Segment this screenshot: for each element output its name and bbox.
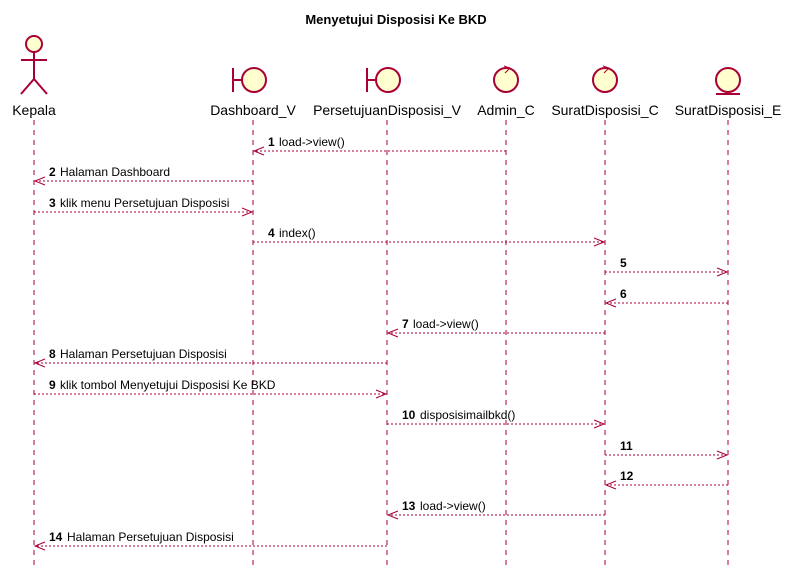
- message-label: Halaman Dashboard: [60, 165, 170, 179]
- message-number: 7: [402, 317, 409, 331]
- message-12: 12: [604, 469, 728, 490]
- participant-persetujuan_v: PersetujuanDisposisi_V: [313, 67, 462, 118]
- diagram-title: Menyetujui Disposisi Ke BKD: [305, 12, 486, 27]
- arrowhead: [33, 176, 46, 186]
- message-label: disposisimailbkd(): [420, 408, 515, 422]
- message-label: load->view(): [413, 317, 479, 331]
- message-label: load->view(): [279, 135, 345, 149]
- message-number: 3: [49, 196, 56, 210]
- message-5: 5: [605, 256, 729, 277]
- actor-icon: [20, 35, 48, 95]
- participant-label: Dashboard_V: [210, 102, 296, 118]
- arrowhead: [386, 510, 399, 520]
- arrowhead: [375, 389, 388, 399]
- message-number: 13: [402, 499, 416, 513]
- message-number: 9: [49, 378, 56, 392]
- arrowhead: [716, 450, 729, 460]
- participant-surat_e: SuratDisposisi_E: [675, 67, 782, 118]
- message-6: 6: [604, 287, 728, 308]
- arrowhead: [33, 358, 46, 368]
- arrowhead: [593, 237, 606, 247]
- message-number: 14: [49, 530, 63, 544]
- message-3: 3 klik menu Persetujuan Disposisi: [34, 196, 254, 217]
- participants: Kepala Dashboard_V PersetujuanDisposisi_V A…: [12, 35, 782, 118]
- participant-label: SuratDisposisi_C: [551, 102, 658, 118]
- lifelines: [33, 120, 729, 565]
- message-9: 9 klik tombol Menyetujui Disposisi Ke BKD: [34, 378, 388, 399]
- message-13: 13 load->view(): [386, 499, 605, 520]
- message-number: 2: [49, 165, 56, 179]
- arrowhead: [241, 207, 254, 217]
- participant-surat_c: SuratDisposisi_C: [551, 65, 659, 118]
- message-label: Halaman Persetujuan Disposisi: [67, 530, 234, 544]
- message-14: 14 Halaman Persetujuan Disposisi: [33, 530, 387, 551]
- message-label: klik tombol Menyetujui Disposisi Ke BKD: [60, 378, 276, 392]
- participant-label: Kepala: [12, 102, 56, 118]
- message-4: 4 index(): [253, 226, 606, 247]
- control-icon: [592, 65, 618, 93]
- message-label: klik menu Persetujuan Disposisi: [60, 196, 229, 210]
- participant-label: SuratDisposisi_E: [675, 102, 782, 118]
- message-7: 7 load->view(): [386, 317, 605, 338]
- arrowhead: [604, 298, 617, 308]
- message-number: 10: [402, 408, 416, 422]
- arrowhead: [252, 146, 265, 156]
- message-10: 10 disposisimailbkd(): [387, 408, 606, 429]
- message-number: 6: [620, 287, 627, 301]
- boundary-icon: [232, 67, 267, 93]
- entity-icon: [715, 67, 741, 95]
- participant-dashboard_v: Dashboard_V: [210, 67, 296, 118]
- control-icon: [493, 65, 519, 93]
- message-number: 1: [268, 135, 275, 149]
- arrowhead: [716, 267, 729, 277]
- message-number: 8: [49, 347, 56, 361]
- message-11: 11: [605, 439, 729, 460]
- message-1: 1 load->view(): [252, 135, 506, 156]
- participant-admin_c: Admin_C: [477, 65, 535, 118]
- message-label: index(): [279, 226, 316, 240]
- message-label: Halaman Persetujuan Disposisi: [60, 347, 227, 361]
- message-number: 5: [620, 256, 627, 270]
- messages: 1 load->view() 2 Halaman Dashboard 3 klik men…: [33, 135, 729, 551]
- participant-label: PersetujuanDisposisi_V: [313, 102, 462, 118]
- arrowhead: [593, 419, 606, 429]
- message-2: 2 Halaman Dashboard: [33, 165, 253, 186]
- message-8: 8 Halaman Persetujuan Disposisi: [33, 347, 387, 368]
- arrowhead: [386, 328, 399, 338]
- arrowhead: [33, 541, 46, 551]
- message-number: 11: [620, 439, 633, 453]
- participant-label: Admin_C: [477, 102, 535, 118]
- boundary-icon: [366, 67, 401, 93]
- arrowhead: [604, 480, 617, 490]
- message-number: 4: [268, 226, 275, 240]
- message-label: load->view(): [420, 499, 486, 513]
- message-number: 12: [620, 469, 634, 483]
- participant-kepala: Kepala: [12, 35, 56, 118]
